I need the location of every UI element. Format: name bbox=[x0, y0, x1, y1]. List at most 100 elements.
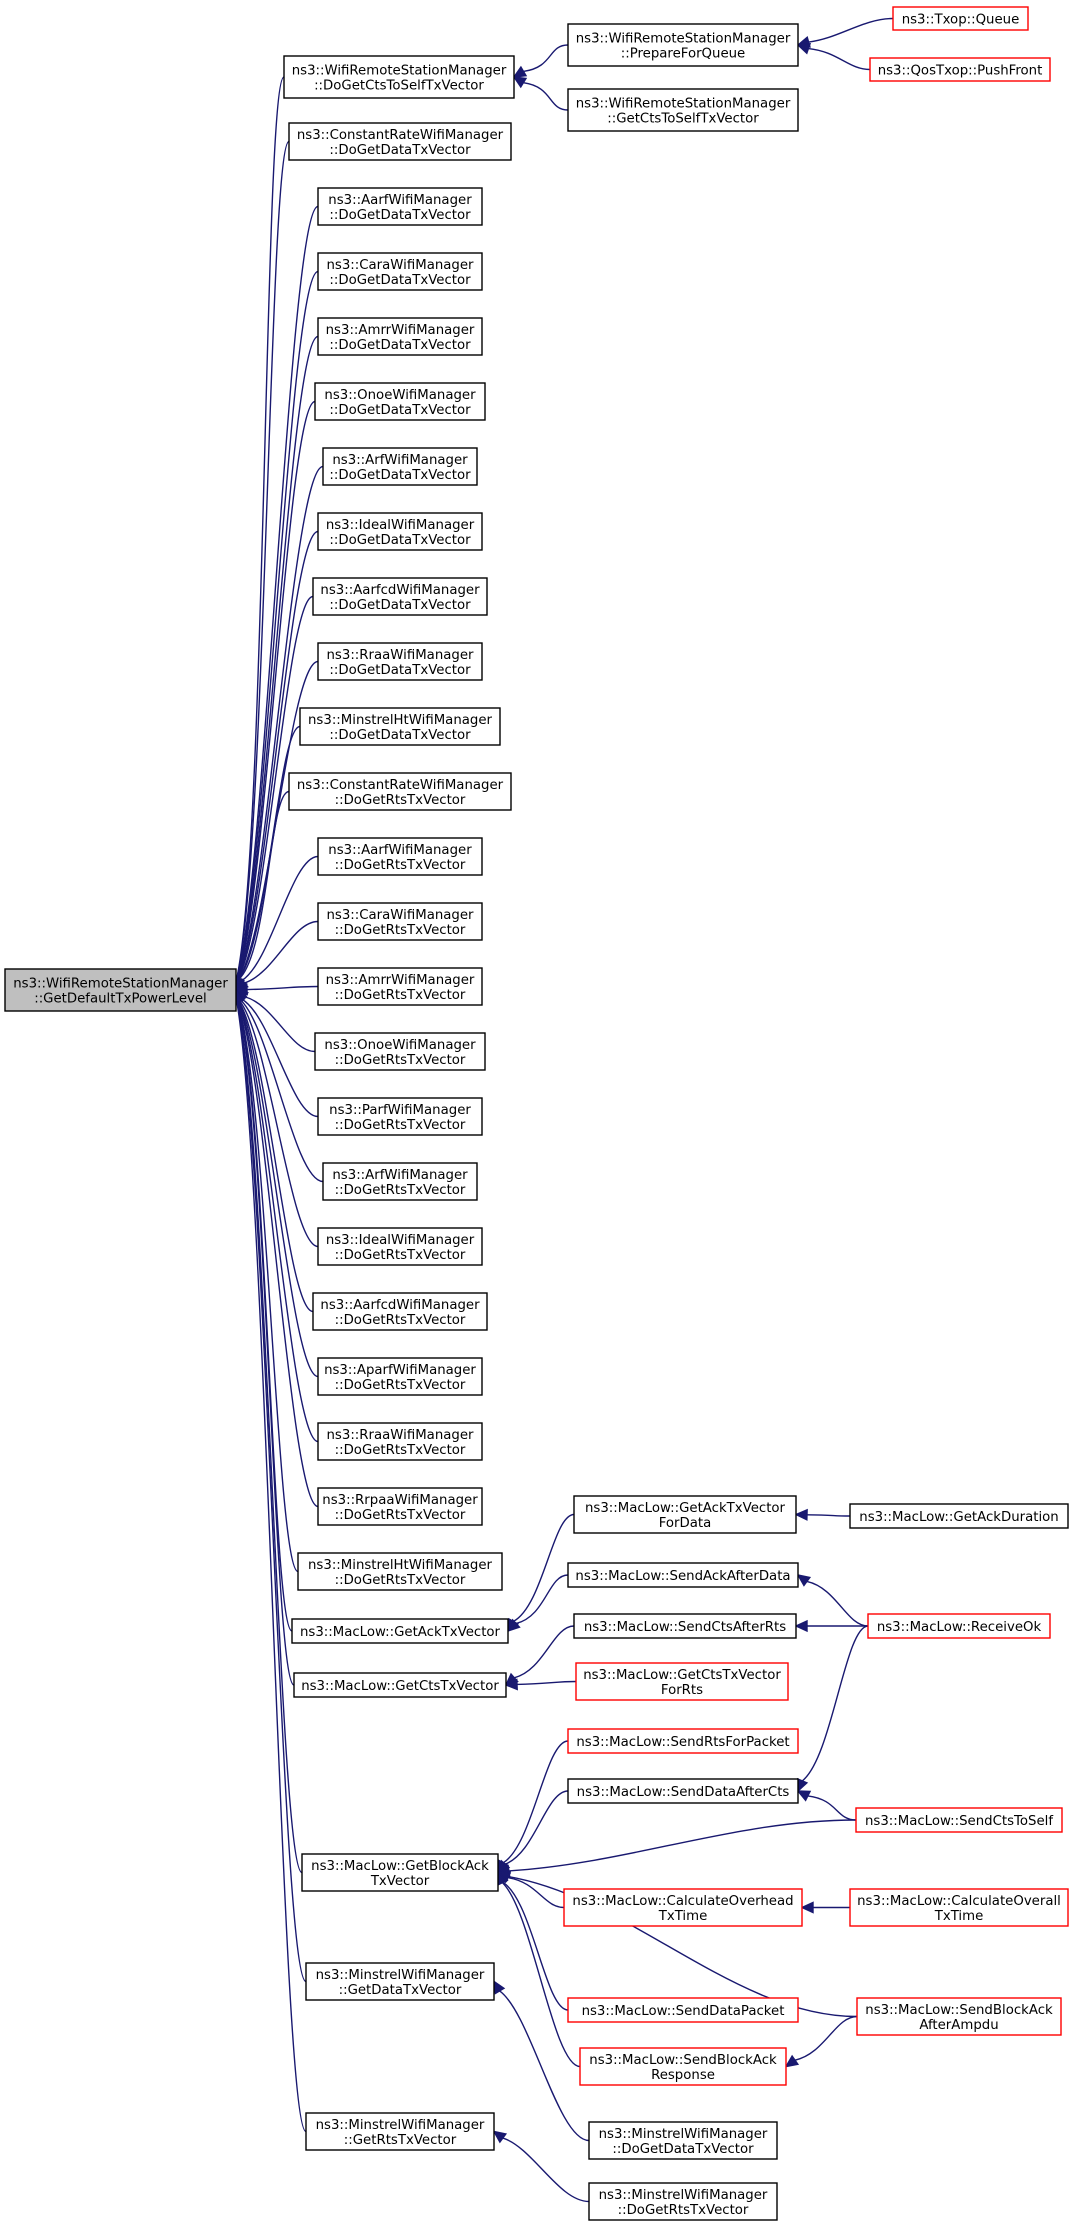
node-label-line: ::PrepareForQueue bbox=[621, 47, 746, 62]
node-minstrel-ht-wifi-manager-do-get-data-tx-vector[interactable]: ns3::MinstrelHtWifiManager::DoGetDataTxV… bbox=[299, 707, 501, 746]
node-minstrel-ht-wifi-manager-do-get-rts-tx-vector[interactable]: ns3::MinstrelHtWifiManager::DoGetRtsTxVe… bbox=[297, 1552, 503, 1591]
node-label-line: ::DoGetRtsTxVector bbox=[335, 1183, 466, 1198]
node-minstrel-wifi-manager-get-rts-tx-vector[interactable]: ns3::MinstrelWifiManager::GetRtsTxVector bbox=[305, 2112, 495, 2151]
node-box bbox=[317, 1227, 483, 1266]
node-mac-low-send-cts-to-self[interactable]: ns3::MacLow::SendCtsToSelf bbox=[855, 1807, 1063, 1833]
call-edge-n34-n36 bbox=[504, 1678, 577, 1691]
node-cara-wifi-manager-do-get-rts-tx-vector[interactable]: ns3::CaraWifiManager::DoGetRtsTxVector bbox=[317, 902, 483, 941]
node-box bbox=[856, 1997, 1062, 2036]
node-arf-wifi-manager-do-get-data-tx-vector[interactable]: ns3::ArfWifiManager::DoGetDataTxVector bbox=[322, 447, 478, 486]
node-box bbox=[567, 88, 799, 132]
arrowhead bbox=[796, 1574, 812, 1587]
node-rraa-wifi-manager-do-get-rts-tx-vector[interactable]: ns3::RraaWifiManager::DoGetRtsTxVector bbox=[317, 1422, 483, 1461]
arrowhead bbox=[794, 1619, 808, 1633]
arrowhead bbox=[796, 1790, 812, 1802]
node-label-line: ::DoGetDataTxVector bbox=[329, 468, 471, 483]
node-label-line: ns3::MacLow::GetCtsTxVector bbox=[583, 1668, 781, 1683]
node-box bbox=[317, 1357, 483, 1396]
node-aparf-wifi-manager-do-get-rts-tx-vector[interactable]: ns3::AparfWifiManager::DoGetRtsTxVector bbox=[317, 1357, 483, 1396]
node-mac-low-send-cts-after-rts[interactable]: ns3::MacLow::SendCtsAfterRts bbox=[573, 1613, 797, 1639]
node-rraa-wifi-manager-do-get-data-tx-vector[interactable]: ns3::RraaWifiManager::DoGetDataTxVector bbox=[317, 642, 483, 681]
node-box bbox=[869, 57, 1051, 82]
node-cara-wifi-manager-do-get-data-tx-vector[interactable]: ns3::CaraWifiManager::DoGetDataTxVector bbox=[317, 252, 483, 291]
node-label-line: ns3::MinstrelWifiManager bbox=[599, 2188, 768, 2203]
node-label-line: ns3::MacLow::SendDataAfterCts bbox=[577, 1785, 790, 1800]
node-mac-low-get-cts-tx-vector[interactable]: ns3::MacLow::GetCtsTxVector bbox=[293, 1672, 507, 1698]
call-edge-n29-n32 bbox=[506, 1574, 569, 1633]
node-wifi-remote-station-manager-get-cts-to-self-tx-vector[interactable]: ns3::WifiRemoteStationManager::GetCtsToS… bbox=[567, 88, 799, 132]
node-aarf-wifi-manager-do-get-data-tx-vector[interactable]: ns3::AarfWifiManager::DoGetDataTxVector bbox=[317, 187, 483, 226]
arrowhead bbox=[492, 2130, 508, 2144]
node-amrr-wifi-manager-do-get-data-tx-vector[interactable]: ns3::AmrrWifiManager::DoGetDataTxVector bbox=[317, 317, 483, 356]
node-label-line: ns3::ArfWifiManager bbox=[332, 453, 468, 468]
node-label-line: ns3::RrpaaWifiManager bbox=[322, 1493, 478, 1508]
call-edge-n29-n30 bbox=[507, 1513, 575, 1633]
node-qos-txop-push-front[interactable]: ns3::QosTxop::PushFront bbox=[869, 57, 1051, 82]
node-minstrel-wifi-manager-do-get-data-tx-vector[interactable]: ns3::MinstrelWifiManager::DoGetDataTxVec… bbox=[588, 2121, 778, 2160]
node-wifi-remote-station-manager-prepare-for-queue[interactable]: ns3::WifiRemoteStationManager::PrepareFo… bbox=[567, 23, 799, 67]
edge-path bbox=[501, 1882, 581, 2068]
node-ideal-wifi-manager-do-get-data-tx-vector[interactable]: ns3::IdealWifiManager::DoGetDataTxVector bbox=[317, 512, 483, 551]
node-label-line: ns3::MacLow::SendCtsToSelf bbox=[865, 1814, 1053, 1829]
node-label-line: ns3::Txop::Queue bbox=[902, 13, 1020, 28]
node-label-line: ::DoGetDataTxVector bbox=[329, 338, 471, 353]
node-mac-low-receive-ok[interactable]: ns3::MacLow::ReceiveOk bbox=[867, 1613, 1051, 1639]
node-parf-wifi-manager-do-get-rts-tx-vector[interactable]: ns3::ParfWifiManager::DoGetRtsTxVector bbox=[317, 1097, 483, 1136]
edge-path bbox=[516, 1680, 577, 1686]
node-rrpaa-wifi-manager-do-get-rts-tx-vector[interactable]: ns3::RrpaaWifiManager::DoGetRtsTxVector bbox=[317, 1487, 483, 1526]
node-ideal-wifi-manager-do-get-rts-tx-vector[interactable]: ns3::IdealWifiManager::DoGetRtsTxVector bbox=[317, 1227, 483, 1266]
edge-path bbox=[235, 76, 285, 980]
node-mac-low-send-ack-after-data[interactable]: ns3::MacLow::SendAckAfterData bbox=[567, 1562, 799, 1588]
node-constant-rate-wifi-manager-do-get-rts-tx-vector[interactable]: ns3::ConstantRateWifiManager::DoGetRtsTx… bbox=[288, 772, 512, 811]
node-label-line: ns3::AmrrWifiManager bbox=[326, 323, 475, 338]
node-mac-low-send-data-packet[interactable]: ns3::MacLow::SendDataPacket bbox=[567, 1997, 799, 2023]
node-box bbox=[305, 1962, 495, 2001]
node-minstrel-wifi-manager-get-data-tx-vector[interactable]: ns3::MinstrelWifiManager::GetDataTxVecto… bbox=[305, 1962, 495, 2001]
node-mac-low-get-ack-duration[interactable]: ns3::MacLow::GetAckDuration bbox=[849, 1503, 1069, 1529]
node-box bbox=[322, 1162, 478, 1201]
node-mac-low-send-rts-for-packet[interactable]: ns3::MacLow::SendRtsForPacket bbox=[567, 1728, 799, 1754]
node-box bbox=[291, 1618, 509, 1644]
call-edge-n0-n7 bbox=[231, 205, 319, 992]
node-label-line: ns3::MacLow::GetAckTxVector bbox=[300, 1625, 501, 1640]
node-mac-low-get-ack-tx-vector[interactable]: ns3::MacLow::GetAckTxVector bbox=[291, 1618, 509, 1644]
edge-path bbox=[237, 1000, 314, 1313]
call-edge-n40-n39 bbox=[496, 1819, 857, 1877]
node-box bbox=[892, 6, 1029, 31]
node-aarfcd-wifi-manager-do-get-data-tx-vector[interactable]: ns3::AarfcdWifiManager::DoGetDataTxVecto… bbox=[312, 577, 488, 616]
edge-path bbox=[244, 920, 319, 984]
node-box bbox=[567, 23, 799, 67]
node-onoe-wifi-manager-do-get-data-tx-vector[interactable]: ns3::OnoeWifiManager::DoGetDataTxVector bbox=[314, 382, 486, 421]
node-label-line: ns3::WifiRemoteStationManager bbox=[576, 97, 791, 112]
node-aarfcd-wifi-manager-do-get-rts-tx-vector[interactable]: ns3::AarfcdWifiManager::DoGetRtsTxVector bbox=[312, 1292, 488, 1331]
node-wifi-remote-station-manager-do-get-cts-to-self-tx-vector[interactable]: ns3::WifiRemoteStationManager::DoGetCtsT… bbox=[283, 55, 515, 99]
node-label-line: ns3::MacLow::GetAckDuration bbox=[859, 1510, 1058, 1525]
node-label-line: ns3::MacLow::SendAckAfterData bbox=[575, 1569, 790, 1584]
call-edge-n45-n44 bbox=[784, 2015, 858, 2068]
node-amrr-wifi-manager-do-get-rts-tx-vector[interactable]: ns3::AmrrWifiManager::DoGetRtsTxVector bbox=[317, 967, 483, 1006]
node-minstrel-wifi-manager-do-get-rts-tx-vector[interactable]: ns3::MinstrelWifiManager::DoGetRtsTxVect… bbox=[588, 2182, 778, 2221]
node-mac-low-send-data-after-cts[interactable]: ns3::MacLow::SendDataAfterCts bbox=[567, 1778, 799, 1804]
call-edge-n0-n8 bbox=[231, 270, 319, 992]
node-txop-queue[interactable]: ns3::Txop::Queue bbox=[892, 6, 1029, 31]
node-label-line: ::GetDefaultTxPowerLevel bbox=[34, 992, 207, 1007]
node-aarf-wifi-manager-do-get-rts-tx-vector[interactable]: ns3::AarfWifiManager::DoGetRtsTxVector bbox=[317, 837, 483, 876]
node-onoe-wifi-manager-do-get-rts-tx-vector[interactable]: ns3::OnoeWifiManager::DoGetRtsTxVector bbox=[314, 1032, 486, 1071]
edge-path bbox=[238, 790, 290, 980]
edge-path bbox=[236, 1000, 295, 1686]
node-label-line: ns3::RraaWifiManager bbox=[327, 648, 475, 663]
node-box bbox=[293, 1672, 507, 1698]
edge-path bbox=[235, 1000, 307, 2133]
call-edge-n34-n35 bbox=[504, 1625, 575, 1687]
node-constant-rate-wifi-manager-do-get-data-tx-vector[interactable]: ns3::ConstantRateWifiManager::DoGetDataT… bbox=[288, 122, 512, 161]
call-edge-n40-n38 bbox=[496, 1790, 569, 1874]
node-arf-wifi-manager-do-get-rts-tx-vector[interactable]: ns3::ArfWifiManager::DoGetRtsTxVector bbox=[322, 1162, 478, 1201]
node-box bbox=[317, 187, 483, 226]
